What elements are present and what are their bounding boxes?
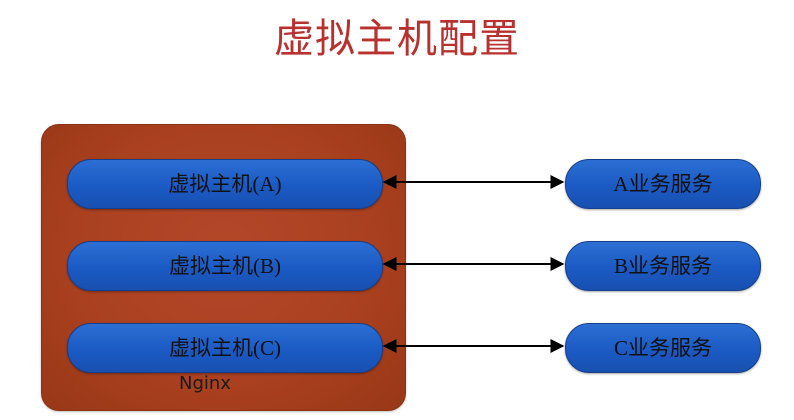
virtual-host-c: 虚拟主机(C) [67, 323, 383, 373]
service-c: C业务服务 [565, 323, 761, 373]
page-title: 虚拟主机配置 [274, 16, 520, 62]
service-a: A业务服务 [565, 159, 761, 209]
nginx-label: Nginx [179, 373, 231, 394]
virtual-host-a: 虚拟主机(A) [67, 159, 383, 209]
virtual-host-b: 虚拟主机(B) [67, 241, 383, 291]
service-b: B业务服务 [565, 241, 761, 291]
